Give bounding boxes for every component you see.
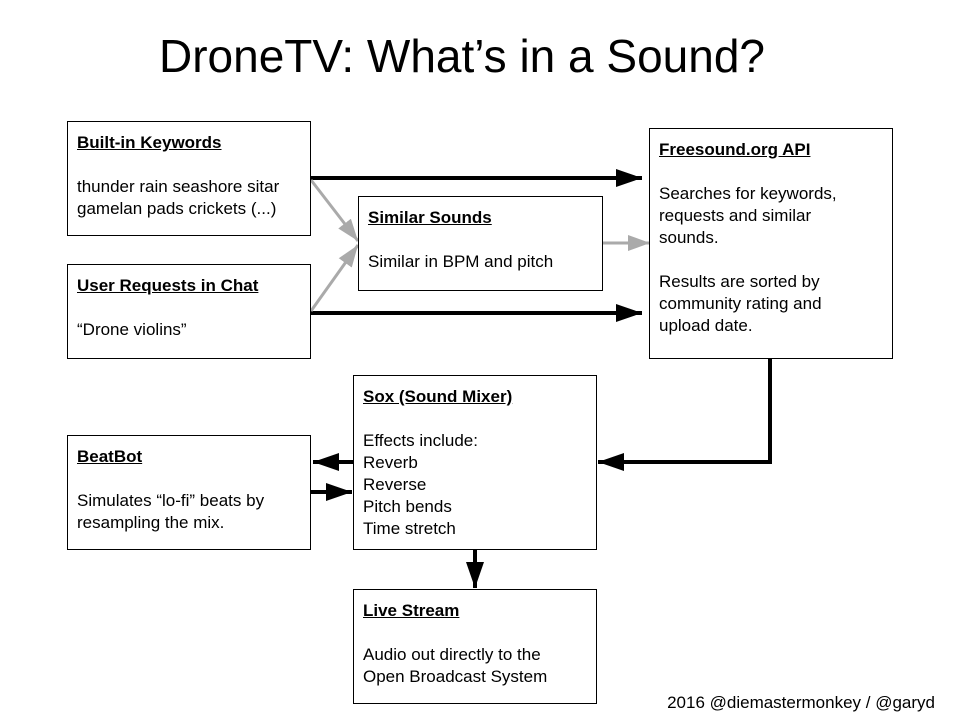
beatbot-text: Simulates “lo-fi” beats by resampling th… [77, 491, 265, 532]
freesound-api-box: Freesound.org API Searches for keywords,… [649, 128, 893, 359]
similar-sounds-text: Similar in BPM and pitch [368, 252, 554, 271]
freesound-api-sorting-text: Results are sorted by community rating a… [659, 272, 822, 335]
live-stream-box: Live Stream Audio out directly to the Op… [353, 589, 597, 704]
beatbot-title: BeatBot [77, 447, 143, 466]
diagram-title: DroneTV: What’s in a Sound? [159, 30, 765, 82]
freesound-api-title: Freesound.org API [659, 140, 811, 159]
user-requests-text: “Drone violins” [77, 320, 187, 339]
user-requests-box: User Requests in Chat “Drone violins” [67, 264, 311, 359]
live-stream-text: Audio out directly to the Open Broadcast… [363, 645, 548, 686]
builtin-keywords-box: Built-in Keywords thunder rain seashore … [67, 121, 311, 236]
builtin-keywords-text: thunder rain seashore sitar gamelan pads… [77, 177, 280, 218]
similar-sounds-title: Similar Sounds [368, 208, 492, 227]
similar-sounds-box: Similar Sounds Similar in BPM and pitch [358, 196, 603, 291]
sox-mixer-title: Sox (Sound Mixer) [363, 387, 513, 406]
sox-mixer-box: Sox (Sound Mixer) Effects include: Rever… [353, 375, 597, 550]
arrow-keywords-to-similar [309, 179, 360, 242]
credits-footer: 2016 @diemastermonkey / @garyd [667, 693, 935, 712]
user-requests-title: User Requests in Chat [77, 276, 259, 295]
builtin-keywords-title: Built-in Keywords [77, 133, 222, 152]
live-stream-title: Live Stream [363, 601, 460, 620]
arrow-requests-to-similar [309, 244, 360, 312]
arrow-freesound-to-sox [598, 358, 772, 471]
freesound-api-text: Searches for keywords, requests and simi… [659, 184, 837, 247]
beatbot-box: BeatBot Simulates “lo-fi” beats by resam… [67, 435, 311, 550]
sox-mixer-text: Effects include: Reverb Reverse Pitch be… [363, 431, 478, 538]
